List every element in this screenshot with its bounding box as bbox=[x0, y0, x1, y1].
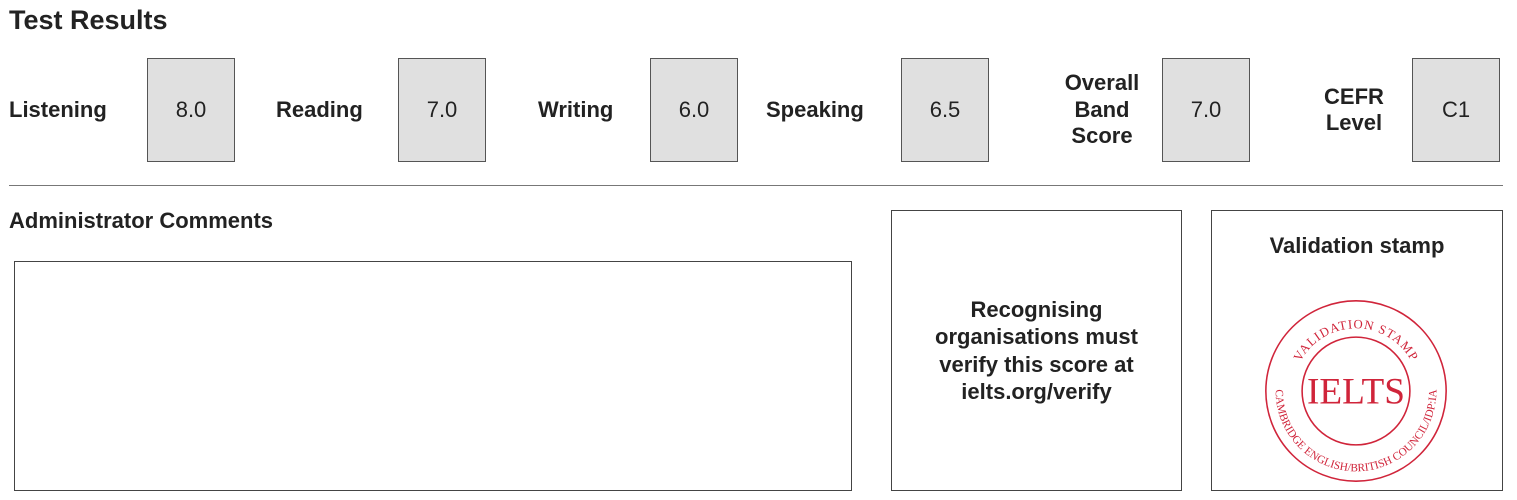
overall-band-label-line: Overall bbox=[1064, 70, 1140, 96]
cefr-level-label-line: Level bbox=[1325, 110, 1383, 135]
verify-notice-line: Recognising bbox=[970, 296, 1103, 322]
writing-score: 6.0 bbox=[650, 58, 738, 162]
listening-label: Listening bbox=[9, 96, 107, 122]
overall-band-score: 7.0 bbox=[1162, 58, 1250, 162]
overall-band-label-line: Score bbox=[1071, 123, 1133, 149]
validation-stamp-heading: Validation stamp bbox=[1269, 233, 1445, 258]
speaking-score: 6.5 bbox=[901, 58, 989, 162]
stamp-top-arc-text: VALIDATION STAMP bbox=[1291, 317, 1420, 363]
verify-notice-text: Recognising organisations must verify th… bbox=[917, 296, 1156, 406]
stamp-center-text: IELTS bbox=[1307, 372, 1405, 413]
verify-notice-box: Recognising organisations must verify th… bbox=[891, 210, 1182, 491]
writing-label: Writing bbox=[538, 96, 614, 122]
cefr-level-label-line: CEFR bbox=[1324, 83, 1384, 109]
validation-stamp-panel: Validation stamp VALIDATION STAMP CAMBRI… bbox=[1211, 210, 1503, 491]
administrator-comments-heading: Administrator Comments bbox=[9, 208, 274, 233]
administrator-comments-box bbox=[14, 261, 852, 491]
section-divider bbox=[9, 185, 1503, 186]
overall-band-label: Overall Band Score bbox=[1046, 58, 1158, 162]
overall-band-label-line: Band bbox=[1074, 96, 1130, 122]
reading-score: 7.0 bbox=[398, 58, 486, 162]
validation-stamp-seal-icon: VALIDATION STAMP CAMBRIDGE ENGLISH/BRITI… bbox=[1265, 300, 1447, 482]
cefr-level-label: CEFR Level bbox=[1308, 58, 1400, 162]
cefr-level-score: C1 bbox=[1412, 58, 1500, 162]
verify-notice-line: verify this score at bbox=[939, 351, 1134, 377]
reading-label: Reading bbox=[276, 96, 363, 122]
page-title: Test Results bbox=[9, 5, 168, 35]
svg-text:VALIDATION STAMP: VALIDATION STAMP bbox=[1291, 317, 1421, 363]
scores-row: Listening 8.0 Reading 7.0 Writing 6.0 Sp… bbox=[0, 58, 1517, 168]
verify-notice-line: organisations must bbox=[935, 324, 1138, 349]
speaking-label: Speaking bbox=[766, 96, 864, 122]
verify-notice-line: ielts.org/verify bbox=[961, 379, 1112, 404]
listening-score: 8.0 bbox=[147, 58, 235, 162]
